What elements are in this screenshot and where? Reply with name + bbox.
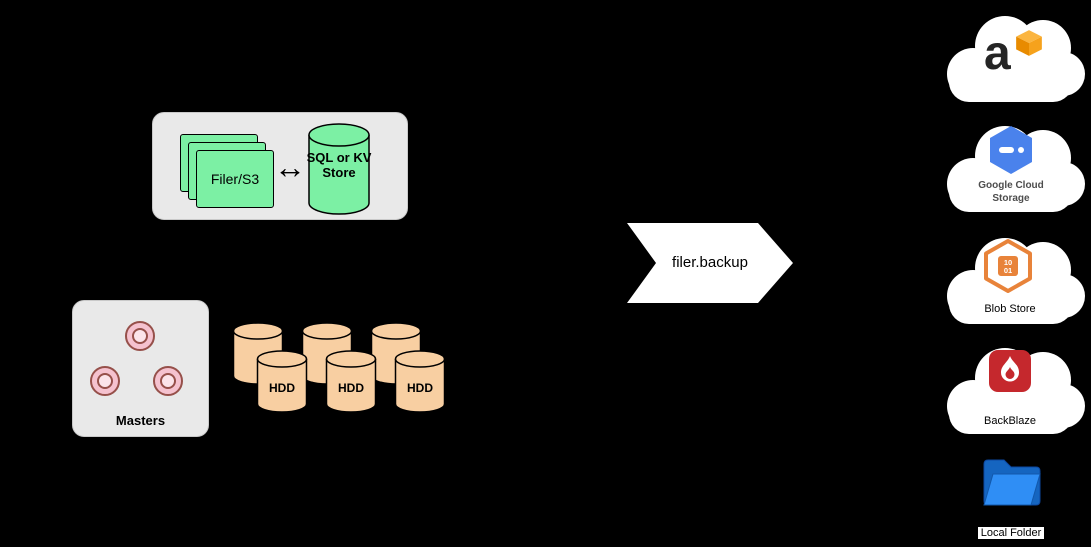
- cloud-shape: [947, 16, 1085, 102]
- masters-group-box: [72, 300, 209, 437]
- hdd-label: HDD: [407, 381, 433, 395]
- amazon-cube-icon: [1016, 30, 1042, 56]
- sql-kv-store-label: SQL or KV Store: [306, 150, 372, 180]
- sql-kv-store-cylinder-icon: [308, 123, 370, 215]
- filer-backup-arrow: [627, 223, 793, 303]
- blob-digits-top: 10: [1004, 258, 1012, 267]
- master-node-icon: [90, 366, 120, 396]
- masters-label: Masters: [115, 413, 166, 428]
- local-folder-label: Local Folder: [977, 527, 1045, 539]
- amazon-a-letter: a: [984, 27, 1011, 80]
- google-cloud-storage-icon: [990, 126, 1032, 174]
- filer-label: Filer/S3: [210, 171, 260, 187]
- bidirectional-arrow-icon: ↔: [274, 149, 306, 185]
- blob-store-label: Blob Store: [984, 303, 1036, 315]
- filer-backup-label: filer.backup: [672, 254, 748, 271]
- folder-icon: [983, 459, 1041, 506]
- azure-blob-icon: 10 01: [984, 239, 1032, 293]
- google-cloud-storage-label: Google Cloud Storage: [978, 180, 1044, 204]
- master-node-icon: [153, 366, 183, 396]
- hdd-label: HDD: [338, 381, 364, 395]
- hdd-cylinder: [325, 350, 377, 413]
- filer-node: Filer/S3: [196, 150, 274, 208]
- amazon-aws-icon: a: [984, 26, 1044, 82]
- backblaze-icon: [989, 350, 1031, 392]
- master-node-icon: [125, 321, 155, 351]
- blob-digits-bottom: 01: [1004, 266, 1012, 275]
- backblaze-label: BackBlaze: [984, 415, 1036, 427]
- hdd-cylinder: [256, 350, 308, 413]
- hdd-cylinder: [394, 350, 446, 413]
- hdd-label: HDD: [269, 381, 295, 395]
- local-folder-label-wrap: Local Folder: [956, 523, 1066, 541]
